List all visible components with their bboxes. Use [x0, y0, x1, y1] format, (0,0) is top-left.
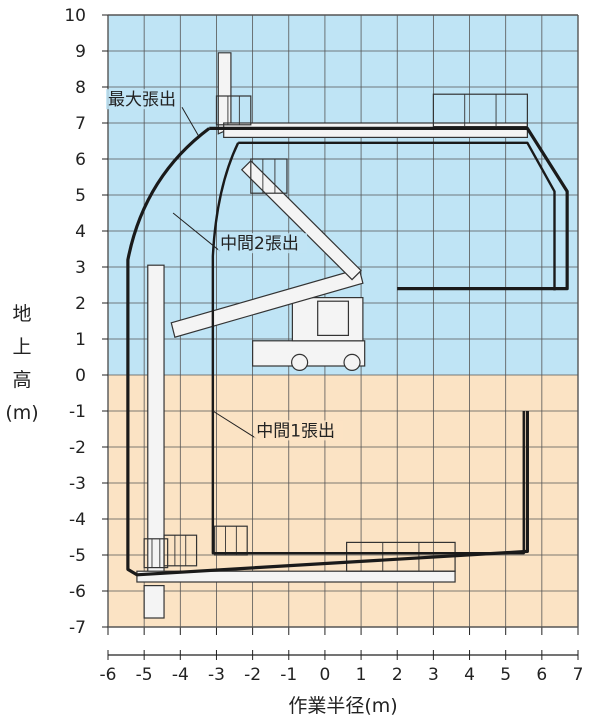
y-tick-label: -2: [69, 438, 86, 458]
annotation-leader: [181, 106, 199, 136]
y-tick-label: -1: [69, 402, 86, 422]
annotation-label: 最大張出: [108, 90, 176, 110]
upper-boom: [240, 159, 362, 281]
x-tick-label: -2: [244, 665, 261, 685]
x-tick-label: 7: [573, 665, 584, 685]
annotation-bg: [254, 420, 344, 441]
y-tick-label: 5: [75, 186, 86, 206]
x-tick-label: 1: [356, 665, 367, 685]
work-platform: [215, 95, 252, 126]
y-tick-label: -7: [69, 618, 86, 638]
annotation-leader: [212, 410, 257, 439]
x-tick-label: -5: [136, 665, 153, 685]
y-tick-label: -5: [69, 546, 86, 566]
work-platform: [432, 93, 528, 128]
y-tick-label: 2: [75, 294, 86, 314]
y-tick-label: 4: [75, 222, 86, 242]
envelope-upper-2: [238, 141, 556, 291]
y-tick-label: 10: [64, 6, 86, 26]
vertical-boom: [147, 264, 165, 578]
y-tick-label: 3: [75, 258, 86, 278]
turret: [317, 300, 350, 337]
bottom-boom: [136, 570, 456, 583]
y-axis-title-char: 地: [12, 303, 31, 325]
x-tick-label: 3: [428, 665, 439, 685]
lower-boom: [170, 268, 364, 338]
x-tick-label: 0: [320, 665, 331, 685]
wheel: [343, 353, 361, 371]
y-tick-label: -4: [69, 510, 86, 530]
x-tick-label: -4: [172, 665, 189, 685]
y-axis-title-char: 高: [12, 369, 31, 391]
x-tick-label: 5: [500, 665, 511, 685]
boom-foot: [143, 584, 165, 619]
x-tick-label: 4: [464, 665, 475, 685]
annotation-label: 中間1張出: [256, 421, 335, 441]
y-tick-label: 1: [75, 330, 86, 350]
x-tick-label: -3: [208, 665, 225, 685]
envelope-upper-1: [209, 126, 569, 291]
work-platform: [143, 538, 169, 569]
y-axis-title-char: (m): [5, 402, 38, 424]
y-tick-label: 6: [75, 150, 86, 170]
annotation-bg: [106, 89, 178, 110]
annotation-leader: [172, 212, 221, 252]
ground-region: [108, 375, 578, 627]
y-tick-label: 9: [75, 42, 86, 62]
x-tick-label: 2: [392, 665, 403, 685]
x-tick-labels: -6 -5 -4 -3 -2 -1 0 1 2 3 4 5 6 7: [100, 665, 584, 685]
work-platform: [250, 158, 288, 194]
work-platform: [214, 525, 248, 556]
y-tick-label: -3: [69, 474, 86, 494]
x-tick-label: -1: [280, 665, 297, 685]
x-axis-title: 作業半径(m): [288, 695, 397, 717]
y-axis-title: 地上高 (m): [5, 303, 38, 424]
y-tick-label: -6: [69, 582, 86, 602]
y-tick-label: 8: [75, 78, 86, 98]
y-axis-title-char: 上: [12, 336, 31, 358]
y-tick-label: 7: [75, 114, 86, 134]
annotation-bg: [218, 233, 308, 254]
jib: [217, 52, 232, 135]
crane-truck-illustration: [136, 52, 528, 619]
envelope-outer-1: [126, 127, 529, 577]
x-tick-label: 6: [536, 665, 547, 685]
x-tick-label: -6: [100, 665, 117, 685]
annotation-label: 中間2張出: [220, 234, 299, 254]
y-tick-label: 0: [75, 366, 86, 386]
wheel: [291, 353, 309, 371]
top-boom: [223, 122, 528, 138]
reach-envelopes: [126, 126, 569, 577]
work-platform: [163, 534, 198, 567]
envelope-outer-2: [211, 142, 525, 555]
